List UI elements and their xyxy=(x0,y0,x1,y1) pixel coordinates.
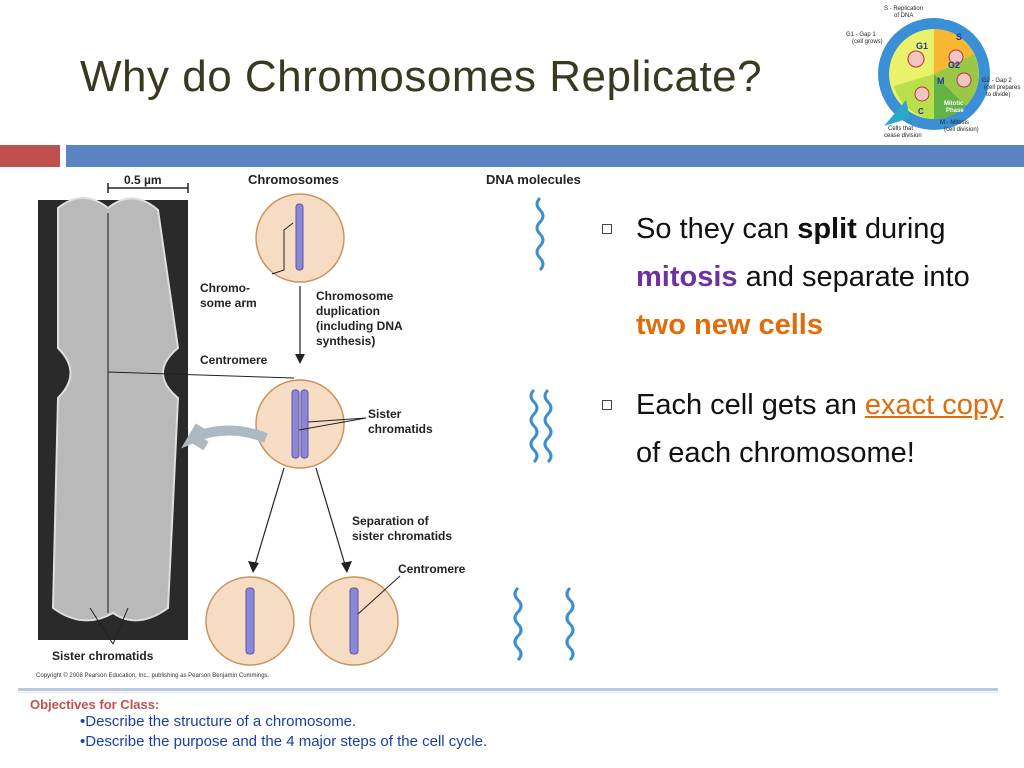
arrow-head xyxy=(341,561,352,573)
m-label-1: M - Mitosis xyxy=(940,120,969,126)
seg-s: S xyxy=(956,32,962,42)
bullet-1-two-new-cells: two new cells xyxy=(636,309,823,341)
cease-label-2: cease division xyxy=(884,133,922,139)
centromere-label: Centromere xyxy=(200,353,268,367)
arm-label-1: Chromo- xyxy=(200,281,250,295)
dna-helix-2b xyxy=(543,388,553,464)
dna-helix-3b xyxy=(565,586,575,662)
square-bullet-icon xyxy=(602,400,612,410)
g2-label-1: G2 - Gap 2 xyxy=(982,78,1012,84)
sep-label-2: sister chromatids xyxy=(352,529,452,543)
header-accent-red xyxy=(0,145,60,167)
dup-label-1: Chromosome xyxy=(316,289,394,303)
cell-icon xyxy=(914,86,930,102)
cell-circle-2 xyxy=(255,379,345,469)
chromosomes-header: Chromosomes xyxy=(248,172,339,187)
comparison-arrow xyxy=(181,423,268,451)
seg-m: M xyxy=(937,76,945,86)
arm-label-2: some arm xyxy=(200,296,257,310)
s-label-2: of DNA xyxy=(894,13,913,19)
g1-label-2: (cell grows) xyxy=(852,39,883,45)
m-label-2: (cell division) xyxy=(944,127,979,133)
cell-icon xyxy=(948,49,964,65)
sister-label-1: Sister xyxy=(368,407,402,421)
cease-label-1: Cells that xyxy=(888,126,913,132)
bullet-1-prefix: So they can xyxy=(636,213,798,245)
g1-label-1: G1 - Gap 1 xyxy=(846,32,876,38)
seg-g1: G1 xyxy=(916,41,928,51)
objective-item-2: •Describe the purpose and the 4 major st… xyxy=(80,733,488,750)
interphase-label: Interphase xyxy=(944,13,985,22)
chromosome-daughter-left xyxy=(245,587,255,655)
dna-header: DNA molecules xyxy=(486,172,581,187)
square-bullet-icon xyxy=(602,224,612,234)
dna-helix-1 xyxy=(535,196,545,272)
arrow-head xyxy=(248,561,259,573)
sister-label-2: chromatids xyxy=(368,422,433,436)
bullet-1-mid1: during xyxy=(856,213,946,245)
sep-label-1: Separation of xyxy=(352,514,430,528)
seg-g2: G2 xyxy=(948,60,960,70)
cycle-segment-g2 xyxy=(934,54,979,106)
sister-pointer xyxy=(298,417,367,431)
cell-icon xyxy=(907,50,925,68)
dup-label-3: (including DNA xyxy=(316,319,403,333)
mitotic-label-2: Phase xyxy=(946,108,964,114)
bullet-2-prefix: Each cell gets an xyxy=(636,389,865,421)
footer-divider-light xyxy=(18,692,998,693)
centromere-label-2: Centromere xyxy=(398,562,466,576)
chromosome-1 xyxy=(295,203,304,271)
sister-bottom-pointer xyxy=(89,607,129,645)
centromere-pointer-2 xyxy=(357,575,401,615)
bullet-item-1: So they can split during mitosis and sep… xyxy=(600,205,1020,349)
centromere-pointer xyxy=(107,371,295,379)
dup-label-2: duplication xyxy=(316,304,380,318)
micrograph-chromosome xyxy=(51,197,180,622)
arrow-separation-right xyxy=(315,467,347,569)
sister-pointer xyxy=(307,417,367,423)
objective-item-1: •Describe the structure of a chromosome. xyxy=(80,713,357,730)
footer-divider xyxy=(18,688,998,691)
mitotic-label-1: Mitotic xyxy=(944,101,964,107)
objectives-box: Objectives for Class: •Describe the stru… xyxy=(30,697,487,752)
seg-c: C xyxy=(918,107,924,116)
g2-label-3: to divide) xyxy=(986,92,1010,98)
arrow-separation-left xyxy=(253,467,285,569)
cell-cycle-diagram: G1 S G2 M C Interphase Mitotic Phase S -… xyxy=(846,6,1020,139)
bullet-1-mid2: and separate into xyxy=(737,261,970,293)
bullet-1-mitosis: mitosis xyxy=(636,261,738,293)
bullet-item-2: Each cell gets an exact copy of each chr… xyxy=(600,381,1020,477)
sister-chromatid-right xyxy=(300,389,309,459)
cycle-segment-c xyxy=(894,74,934,119)
arm-pointer xyxy=(271,222,294,275)
chromosome-replication-figure: 0.5 µm Chromosomes DNA molecules Chromo-… xyxy=(36,172,581,679)
objectives-title: Objectives for Class: xyxy=(30,697,160,712)
bullet-list: So they can split during mitosis and sep… xyxy=(600,205,1020,509)
g2-label-2: (cell prepares xyxy=(984,85,1020,91)
chromosome-daughter-right xyxy=(349,587,359,655)
bullet-1-split: split xyxy=(797,213,857,245)
dup-label-4: synthesis) xyxy=(316,334,375,348)
copyright-label: Copyright © 2008 Pearson Education, Inc.… xyxy=(36,672,270,679)
dna-helix-2a xyxy=(529,388,539,464)
scale-label: 0.5 µm xyxy=(124,173,162,187)
sister-chromatids-bottom-label: Sister chromatids xyxy=(52,649,154,663)
bullet-2-exact-copy-link[interactable]: exact copy xyxy=(864,389,1004,421)
arrow-head xyxy=(295,354,305,364)
s-label-1: S - Replication xyxy=(884,6,923,12)
slide-title: Why do Chromosomes Replicate? xyxy=(80,52,763,101)
sister-chromatid-left xyxy=(291,389,300,459)
cycle-exit-arrow xyxy=(884,100,910,126)
bullet-2-suffix: of each chromosome! xyxy=(636,437,915,469)
cell-icon xyxy=(956,72,972,88)
dna-helix-3a xyxy=(513,586,523,662)
header-accent-blue xyxy=(66,145,1024,167)
cycle-segment-m xyxy=(934,74,966,120)
